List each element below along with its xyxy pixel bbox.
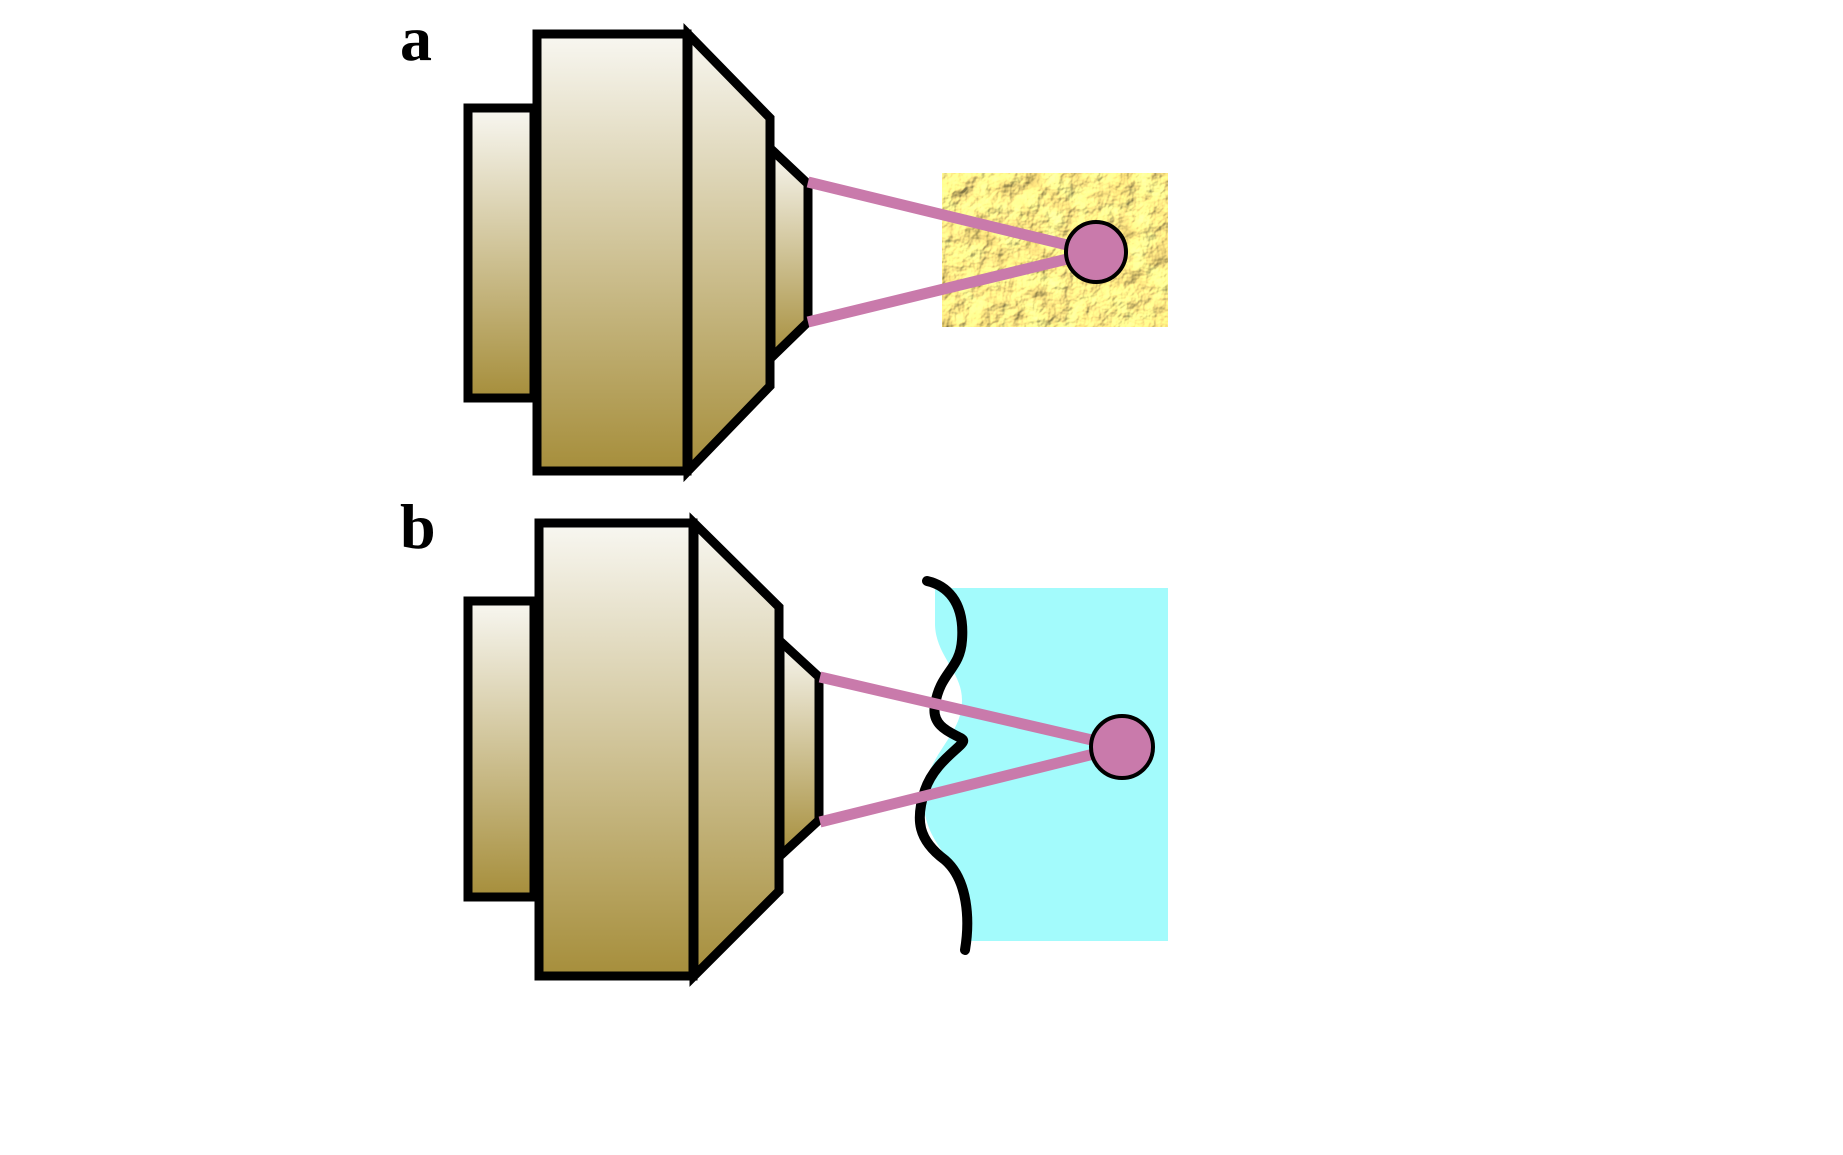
panel-label-a: a bbox=[400, 3, 432, 74]
laser-beam-a bbox=[806, 176, 1128, 328]
objective-nose-b bbox=[775, 630, 824, 867]
objective-lens-a bbox=[463, 22, 813, 483]
objective-back-ring-a bbox=[463, 103, 539, 403]
panel-label-b: b bbox=[400, 491, 436, 562]
objective-barrel-b bbox=[534, 518, 698, 981]
focal-spot-a bbox=[1064, 220, 1128, 284]
gold-sample-a bbox=[942, 173, 1168, 327]
beam-lower-a bbox=[806, 246, 1098, 328]
objective-barrel-a bbox=[532, 29, 692, 476]
gold-sample-texture bbox=[942, 173, 1168, 327]
beam-upper-a bbox=[806, 176, 1098, 258]
laser-beam-b bbox=[818, 671, 1155, 828]
objective-back-ring-b bbox=[463, 596, 539, 902]
panel-a: a bbox=[400, 3, 1168, 483]
beam-lower-b bbox=[818, 741, 1124, 828]
objective-nose-a bbox=[766, 138, 813, 369]
objective-lens-b bbox=[463, 512, 824, 987]
liquid-interface-line bbox=[914, 576, 973, 955]
focal-spot-b bbox=[1089, 714, 1155, 780]
objective-taper-a bbox=[683, 22, 775, 483]
panel-b: b bbox=[400, 491, 1168, 987]
objective-taper-b bbox=[689, 512, 784, 987]
beam-upper-b bbox=[818, 671, 1124, 753]
